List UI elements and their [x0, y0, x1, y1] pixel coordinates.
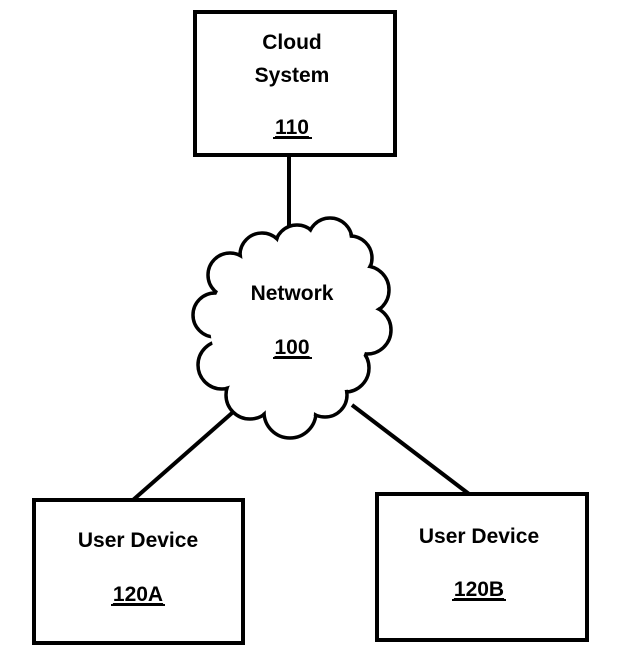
user-device-a-ref: 120A — [113, 583, 163, 606]
link-network-to-device-b — [350, 403, 471, 496]
cloud-system-label-line2: System — [255, 64, 330, 87]
cloud-system-ref: 110 — [275, 116, 309, 139]
user-device-a-node: User Device 120A — [32, 498, 245, 645]
cloud-system-box — [193, 10, 397, 157]
cloud-system-label-line1: Cloud — [262, 31, 321, 54]
user-device-a-label: User Device — [78, 529, 198, 552]
user-device-b-ref: 120B — [454, 578, 504, 601]
network-cloud-shape — [191, 216, 393, 440]
network-label: Network — [251, 282, 334, 305]
cloud-system-node: Cloud System 110 — [193, 10, 397, 157]
network-ref: 100 — [274, 336, 309, 359]
network-node: Network 100 — [191, 216, 393, 440]
user-device-a-box — [32, 498, 245, 645]
user-device-b-box — [375, 492, 589, 642]
user-device-b-label: User Device — [419, 525, 539, 548]
link-network-to-device-a — [131, 411, 234, 502]
user-device-b-node: User Device 120B — [375, 492, 589, 642]
